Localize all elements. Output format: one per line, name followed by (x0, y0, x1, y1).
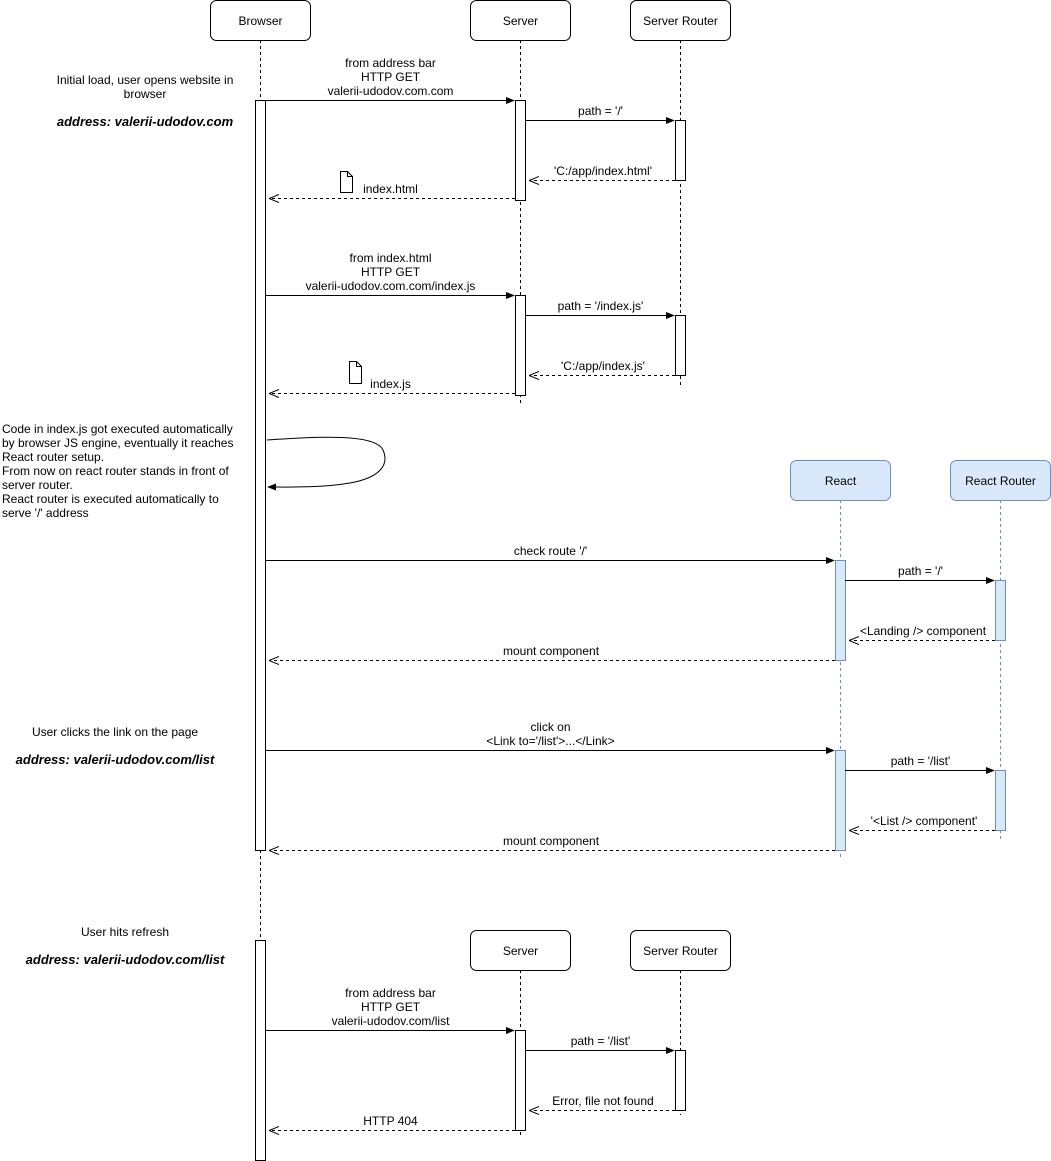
participant-server-label: Server (503, 14, 538, 28)
label-m18: path = '/list' (571, 1034, 631, 1048)
label-m17-line-1: from address bar (345, 986, 436, 1000)
note-click-link-address: address: valerii-udodov.com/list (16, 752, 215, 767)
label-m17-line-3: valerii-udodov.com/list (332, 1014, 450, 1028)
label-m12: mount component (503, 644, 600, 658)
note-initial-load: Initial load, user opens website in brow… (57, 73, 234, 129)
document-icon (349, 361, 362, 384)
label-m6: path = '/index.js' (558, 299, 644, 313)
server-activation-1 (515, 100, 526, 201)
react-router-activation-1 (995, 580, 1006, 641)
label-m19: Error, file not found (552, 1094, 653, 1108)
participant-react-router: React Router (950, 460, 1051, 501)
participant-browser: Browser (210, 0, 311, 41)
note-initial-load-line-2: browser (124, 87, 167, 101)
label-m16: mount component (503, 834, 600, 848)
label-m15: '<List /> component' (871, 814, 978, 828)
label-m13-line-1: click on (530, 720, 570, 734)
participant-react-router-label: React Router (965, 474, 1036, 488)
message-labels: from address bar HTTP GET valerii-udodov… (306, 56, 987, 1128)
react-lifelines (840, 500, 1001, 860)
note-code-exec: Code in index.js got executed automatica… (2, 422, 233, 520)
note-code-exec-line-7: serve '/' address (2, 506, 89, 520)
participant-server-router-label: Server Router (643, 14, 718, 28)
label-m20: HTTP 404 (363, 1114, 418, 1128)
server-activation-2 (515, 295, 526, 396)
message-arrows (265, 96, 995, 1131)
note-code-exec-line-2: by browser JS engine, eventually it reac… (2, 436, 233, 450)
server-router-activation-2 (675, 315, 686, 376)
participant-server-router: Server Router (630, 0, 731, 41)
react-activation-2 (835, 750, 846, 851)
note-initial-load-line-1: Initial load, user opens website in (57, 73, 234, 87)
arrow-self-call (266, 436, 386, 491)
label-m5-line-3: valerii-udodov.com.com/index.js (306, 279, 476, 293)
label-m10: path = '/' (898, 564, 943, 578)
note-click-link-line-1: User clicks the link on the page (32, 725, 198, 739)
label-m7: 'C:/app/index.js' (561, 359, 645, 373)
lifelines (260, 40, 681, 1160)
label-m9: check route '/' (514, 544, 587, 558)
label-m1-line-2: HTTP GET (361, 70, 421, 84)
participant-server-router-2-label: Server Router (643, 944, 718, 958)
browser-activation-2 (255, 940, 266, 1161)
note-code-exec-line-1: Code in index.js got executed automatica… (2, 422, 233, 436)
note-code-exec-line-3: React router setup. (2, 450, 104, 464)
label-m14: path = '/list' (891, 754, 951, 768)
document-icon (340, 171, 353, 193)
label-m1-line-3: valerii-udodov.com.com (328, 84, 454, 98)
server-router-activation-3 (675, 1050, 686, 1111)
note-initial-load-address: address: valerii-udodov.com (57, 114, 234, 129)
browser-activation-1 (255, 100, 266, 851)
note-code-exec-line-6: React router is executed automatically t… (2, 492, 219, 506)
label-m5-line-2: HTTP GET (361, 265, 421, 279)
activations (255, 100, 686, 1161)
participant-server: Server (470, 0, 571, 41)
note-code-exec-line-5: server router. (2, 478, 73, 492)
note-refresh-line-1: User hits refresh (81, 925, 169, 939)
note-code-exec-line-4: From now on react router stands in front… (2, 464, 229, 478)
label-m3: 'C:/app/index.html' (554, 164, 652, 178)
participant-server-2-label: Server (503, 944, 538, 958)
server-activation-3 (515, 1030, 526, 1131)
react-activations (835, 560, 1006, 851)
label-m2: path = '/' (578, 104, 623, 118)
participant-react: React (790, 460, 891, 501)
react-activation-1 (835, 560, 846, 661)
label-m13-line-2: <Link to='/list'>...</Link> (486, 734, 614, 748)
label-m4: index.html (363, 182, 418, 196)
label-m1-line-1: from address bar (345, 56, 436, 70)
label-m17-line-2: HTTP GET (361, 1000, 421, 1014)
server-router-activation-1 (675, 120, 686, 181)
participant-react-label: React (825, 474, 857, 488)
label-m8: index.js (370, 377, 411, 391)
note-click-link: User clicks the link on the page address… (16, 725, 215, 767)
label-m5-line-1: from index.html (349, 251, 431, 265)
react-router-activation-2 (995, 770, 1006, 831)
note-refresh-address: address: valerii-udodov.com/list (26, 952, 225, 967)
participant-server-2: Server (470, 930, 571, 971)
label-m11: <Landing /> component (860, 624, 987, 638)
participant-browser-label: Browser (238, 14, 282, 28)
participant-server-router-2: Server Router (630, 930, 731, 971)
note-refresh: User hits refresh address: valerii-udodo… (26, 925, 225, 967)
